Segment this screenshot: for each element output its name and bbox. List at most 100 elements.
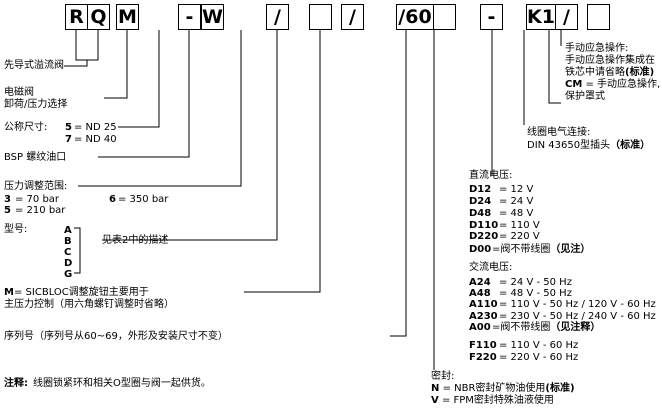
pressure-5-text: = 210 bar <box>15 205 66 216</box>
dc-code-d220: D220 <box>469 231 499 242</box>
leader-size <box>118 30 160 128</box>
f-text-f220: = 220 V - 60 Hz <box>499 352 579 363</box>
seal-v-line: V = FPM密封特殊油液使用 <box>431 395 554 407</box>
ac-code-a24: A24 <box>469 277 491 288</box>
seal-n-line: N = NBR密封矿物油使用(标准) <box>431 383 575 395</box>
code-box-q: Q <box>87 4 110 30</box>
manual-line1: 手动应急操作集成在 <box>565 55 655 66</box>
code-box-m: M <box>116 4 139 30</box>
pressure-6-text: = 350 bar <box>118 194 169 205</box>
dc-code-d24: D24 <box>469 196 492 207</box>
code-box-slash2: / <box>341 4 364 30</box>
ac-a00-line: =阀不带线圈（见注释） <box>492 322 600 334</box>
manual-cm-code: CM <box>565 79 583 90</box>
seal-v-text: = FPM密封特殊油液使用 <box>441 395 554 406</box>
m-option-text2: 主压力控制（用六角螺钉调整时省略） <box>4 299 174 310</box>
ac-code-a48: A48 <box>469 288 491 299</box>
manual-title: 手动应急操作: <box>565 43 629 54</box>
leader-model <box>102 30 278 241</box>
coil-standard: （标准） <box>610 140 651 151</box>
ac-text-a24: = 24 V - 50 Hz <box>499 277 572 288</box>
ac-a00-text: =阀不带线圈 <box>492 322 551 333</box>
code-box-60: /60 <box>396 4 434 30</box>
dc-text-d24: = 24 V <box>499 196 534 207</box>
model-b: B <box>64 236 72 247</box>
bsp-label: BSP 螺纹油口 <box>4 152 67 163</box>
pressure-6-code: 6 <box>109 194 116 205</box>
code-box-empty3 <box>587 4 610 30</box>
coil-text: DIN 43650型插头 <box>527 140 611 151</box>
manual-line2-text: 铁芯中请省略 <box>565 67 625 78</box>
model-g: G <box>64 269 73 280</box>
f-code-f110: F110 <box>469 340 497 351</box>
dc-code-d110: D110 <box>469 220 499 231</box>
dc-code-d12: D12 <box>469 184 492 195</box>
pressure-3-code: 3 <box>4 194 11 205</box>
dc-title: 直流电压: <box>469 170 513 181</box>
dc-d00-note: （见注） <box>550 244 591 255</box>
ac-code-a00: A00 <box>469 322 491 333</box>
model-bracket <box>74 227 81 274</box>
code-box-slash1: / <box>266 4 289 30</box>
f-text-f110: = 110 V - 60 Hz <box>499 340 579 351</box>
model-label: 型号: <box>4 224 28 235</box>
leader-manual-arm <box>548 30 561 104</box>
model-a: A <box>64 225 72 236</box>
code-box-w: W <box>201 4 224 30</box>
model-c: C <box>64 247 72 258</box>
leader-pressure <box>78 30 242 187</box>
code-box-k1: K1 <box>526 4 556 30</box>
ac-text-a230: = 230 V - 50 Hz / 240 V - 60 Hz <box>499 311 656 322</box>
pressure-label: 压力调整范围: <box>4 181 68 192</box>
dc-code-d48: D48 <box>469 208 492 219</box>
leader-bsp <box>98 30 190 158</box>
serial-label: 序列号（序列号从60~69，外形及安装尺寸不变） <box>4 331 228 342</box>
dc-text-d220: = 220 V <box>499 231 540 242</box>
nominal-5-text: = ND 25 <box>74 122 117 133</box>
seal-n-code: N <box>431 383 440 394</box>
seal-n-standard: (标准) <box>545 383 575 394</box>
dc-d00-line: =阀不带线圈（见注） <box>492 244 590 256</box>
m-option-code: M <box>4 287 14 298</box>
pressure-3-text: = 70 bar <box>15 194 60 205</box>
dc-text-d12: = 12 V <box>499 184 534 195</box>
ac-text-a48: = 48 V - 50 Hz <box>499 288 572 299</box>
manual-line4: 保护罩式 <box>565 91 605 102</box>
coil-title: 线圈电气连接: <box>527 127 591 138</box>
manual-line2: 铁芯中请省略(标准) <box>565 67 654 79</box>
leader-serial <box>390 30 407 337</box>
model-note: 见表2中的描述 <box>102 235 169 246</box>
dc-text-d48: = 48 V <box>499 208 534 219</box>
leader-m-option <box>244 30 321 293</box>
coil-line: DIN 43650型插头（标准） <box>527 140 650 152</box>
nominal-size-label: 公称尺寸: <box>4 122 48 133</box>
code-box-dash2: - <box>480 4 503 30</box>
manual-standard: (标准) <box>625 67 655 78</box>
code-box-slash3: / <box>555 4 578 30</box>
leader-m <box>104 30 128 99</box>
solenoid-label: 电磁阀 <box>4 87 34 98</box>
ac-code-a230: A230 <box>469 311 498 322</box>
note-label: 注释: <box>4 378 28 389</box>
f-code-f220: F220 <box>469 352 497 363</box>
manual-cm-text: = 手动应急操作, <box>585 79 661 90</box>
leader-rq-down <box>64 60 88 67</box>
dc-code-d00: D00 <box>469 244 492 255</box>
manual-cm-line: CM = 手动应急操作, <box>565 79 660 91</box>
ac-text-a110: = 110 V - 50 Hz / 120 V - 60 Hz <box>499 299 656 310</box>
code-box-empty1 <box>309 4 332 30</box>
nominal-5-code: 5 <box>65 122 72 133</box>
dc-d00-text: =阀不带线圈 <box>492 244 551 255</box>
seal-title: 密封: <box>431 371 455 382</box>
code-box-r: R <box>65 4 88 30</box>
ac-a00-note: （见注释） <box>550 322 601 333</box>
m-option-text1: = SICBLOC调整旋钮主要用于 <box>14 287 149 298</box>
code-box-dash1: - <box>178 4 201 30</box>
seal-n-text: = NBR密封矿物油使用 <box>442 383 546 394</box>
seal-v-code: V <box>431 395 439 406</box>
note-text: 线圈锁紧环和相关O型圈与阀一起供货。 <box>33 378 211 389</box>
leader-rq <box>75 30 99 61</box>
nominal-7-text: = ND 40 <box>74 134 117 145</box>
model-d: D <box>64 258 73 269</box>
